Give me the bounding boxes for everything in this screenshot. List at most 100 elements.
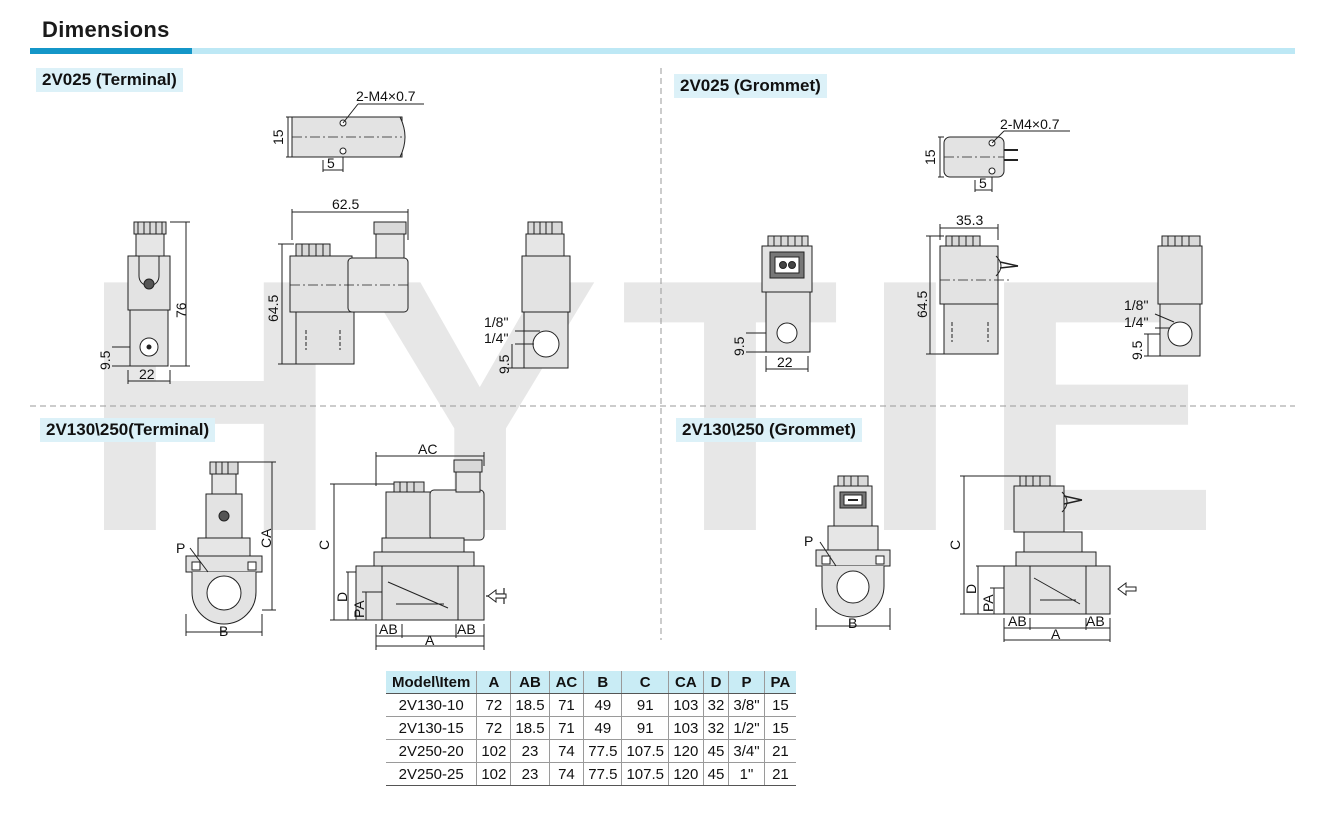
table-cell: 21 — [764, 739, 797, 763]
dim-ab-left-label: AB — [1008, 613, 1027, 629]
table-header-row: Model\Item A AB AC B C CA D P PA — [386, 671, 797, 694]
table-cell: 71 — [549, 693, 585, 717]
table-cell: 21 — [764, 762, 797, 786]
dim-ab-right-label: AB — [1086, 613, 1105, 629]
table-cell: 1/2" — [728, 716, 765, 740]
drawing-2v130-250-grommet: P B C D PA AB AB A — [804, 475, 1137, 642]
dim-a-label: A — [425, 632, 435, 648]
section-title-2v130-250-grommet: 2V130\250 (Grommet) — [676, 418, 862, 442]
table-cell: 2V250-25 — [386, 762, 478, 786]
header-underline — [192, 48, 1295, 54]
port-1-8-label: 1/8" — [1124, 297, 1148, 313]
width-5-label: 5 — [327, 155, 335, 171]
width-62-5-label: 62.5 — [332, 196, 359, 212]
table-cell: 18.5 — [510, 693, 550, 717]
dim-a-label: A — [1051, 626, 1061, 642]
dim-ab-left-label: AB — [379, 621, 398, 637]
left-view — [112, 221, 190, 384]
height-15-label: 15 — [922, 149, 938, 165]
height-9-5-label: 9.5 — [731, 336, 747, 356]
front-view — [330, 452, 507, 650]
dim-d-label: D — [963, 584, 979, 594]
col-header: B — [583, 671, 623, 694]
table-cell: 102 — [476, 739, 512, 763]
table-cell: 107.5 — [621, 762, 669, 786]
table-cell: 23 — [510, 762, 550, 786]
table-row: 2V250-25 102 23 74 77.5 107.5 120 45 1" … — [386, 762, 797, 786]
table-cell: 103 — [668, 716, 704, 740]
thread-label: 2-M4×0.7 — [1000, 116, 1060, 132]
table-cell: 74 — [549, 762, 585, 786]
header-accent-bar — [30, 48, 192, 54]
table-cell: 15 — [764, 693, 797, 717]
table-cell: 32 — [703, 716, 730, 740]
height-76-label: 76 — [173, 302, 189, 318]
page-header: Dimensions — [30, 14, 1295, 54]
table-cell: 91 — [621, 693, 669, 717]
col-header: D — [703, 671, 730, 694]
height-15-label: 15 — [270, 129, 286, 145]
front-view — [960, 475, 1137, 642]
dim-ab-right-label: AB — [457, 621, 476, 637]
col-header: A — [476, 671, 512, 694]
table-cell: 32 — [703, 693, 730, 717]
dim-b-label: B — [219, 623, 228, 639]
table-cell: 72 — [476, 716, 512, 740]
table-cell: 77.5 — [583, 762, 623, 786]
height-9-5b-label: 9.5 — [496, 354, 512, 374]
dim-d-label: D — [334, 592, 350, 602]
height-64-5-label: 64.5 — [914, 291, 930, 318]
col-header: P — [728, 671, 765, 694]
height-9-5b-label: 9.5 — [1129, 340, 1145, 360]
table-cell: 103 — [668, 693, 704, 717]
front-view — [926, 224, 1019, 355]
table-cell: 3/8" — [728, 693, 765, 717]
table-cell: 91 — [621, 716, 669, 740]
col-header: PA — [764, 671, 797, 694]
left-view — [746, 235, 813, 372]
port-p-label: P — [176, 540, 185, 556]
table-cell: 2V130-15 — [386, 716, 478, 740]
port-1-8-label: 1/8" — [484, 314, 508, 330]
table-cell: 15 — [764, 716, 797, 740]
top-view — [286, 103, 424, 172]
right-view — [1144, 235, 1203, 357]
table-cell: 102 — [476, 762, 512, 786]
table-row: 2V130-15 72 18.5 71 49 91 103 32 1/2" 15 — [386, 716, 797, 740]
table-cell: 3/4" — [728, 739, 765, 763]
dim-pa-label: PA — [980, 594, 996, 612]
col-header: Model\Item — [386, 671, 478, 694]
col-header: AC — [549, 671, 585, 694]
dim-b-label: B — [848, 615, 857, 631]
col-header: CA — [668, 671, 704, 694]
port-1-4-label: 1/4" — [1124, 314, 1148, 330]
table-cell: 2V130-10 — [386, 693, 478, 717]
width-5-label: 5 — [979, 175, 987, 191]
dim-ac-label: AC — [418, 441, 437, 457]
table-row: 2V130-10 72 18.5 71 49 91 103 32 3/8" 15 — [386, 693, 797, 717]
section-title-2v025-terminal: 2V025 (Terminal) — [36, 68, 183, 92]
thread-label: 2-M4×0.7 — [356, 88, 416, 104]
port-1-4-label: 1/4" — [484, 330, 508, 346]
dim-c-label: C — [316, 540, 332, 550]
table-cell: 2V250-20 — [386, 739, 478, 763]
col-header: C — [621, 671, 669, 694]
col-header: AB — [510, 671, 550, 694]
dimensions-table: Model\Item A AB AC B C CA D P PA 2V130-1… — [386, 671, 797, 786]
section-title-2v130-250-terminal: 2V130\250(Terminal) — [40, 418, 216, 442]
table-cell: 74 — [549, 739, 585, 763]
table-cell: 107.5 — [621, 739, 669, 763]
drawing-2v130-250-terminal: P CA B AC C D PA AB AB A — [176, 441, 507, 650]
dim-c-label: C — [947, 540, 963, 550]
port-p-label: P — [804, 533, 813, 549]
page-title: Dimensions — [42, 17, 170, 42]
table-cell: 120 — [668, 739, 704, 763]
table-cell: 49 — [583, 693, 623, 717]
table-cell: 72 — [476, 693, 512, 717]
table-cell: 45 — [703, 739, 730, 763]
table-cell: 45 — [703, 762, 730, 786]
top-view — [938, 130, 1070, 192]
table-cell: 120 — [668, 762, 704, 786]
table-cell: 71 — [549, 716, 585, 740]
table-cell: 18.5 — [510, 716, 550, 740]
